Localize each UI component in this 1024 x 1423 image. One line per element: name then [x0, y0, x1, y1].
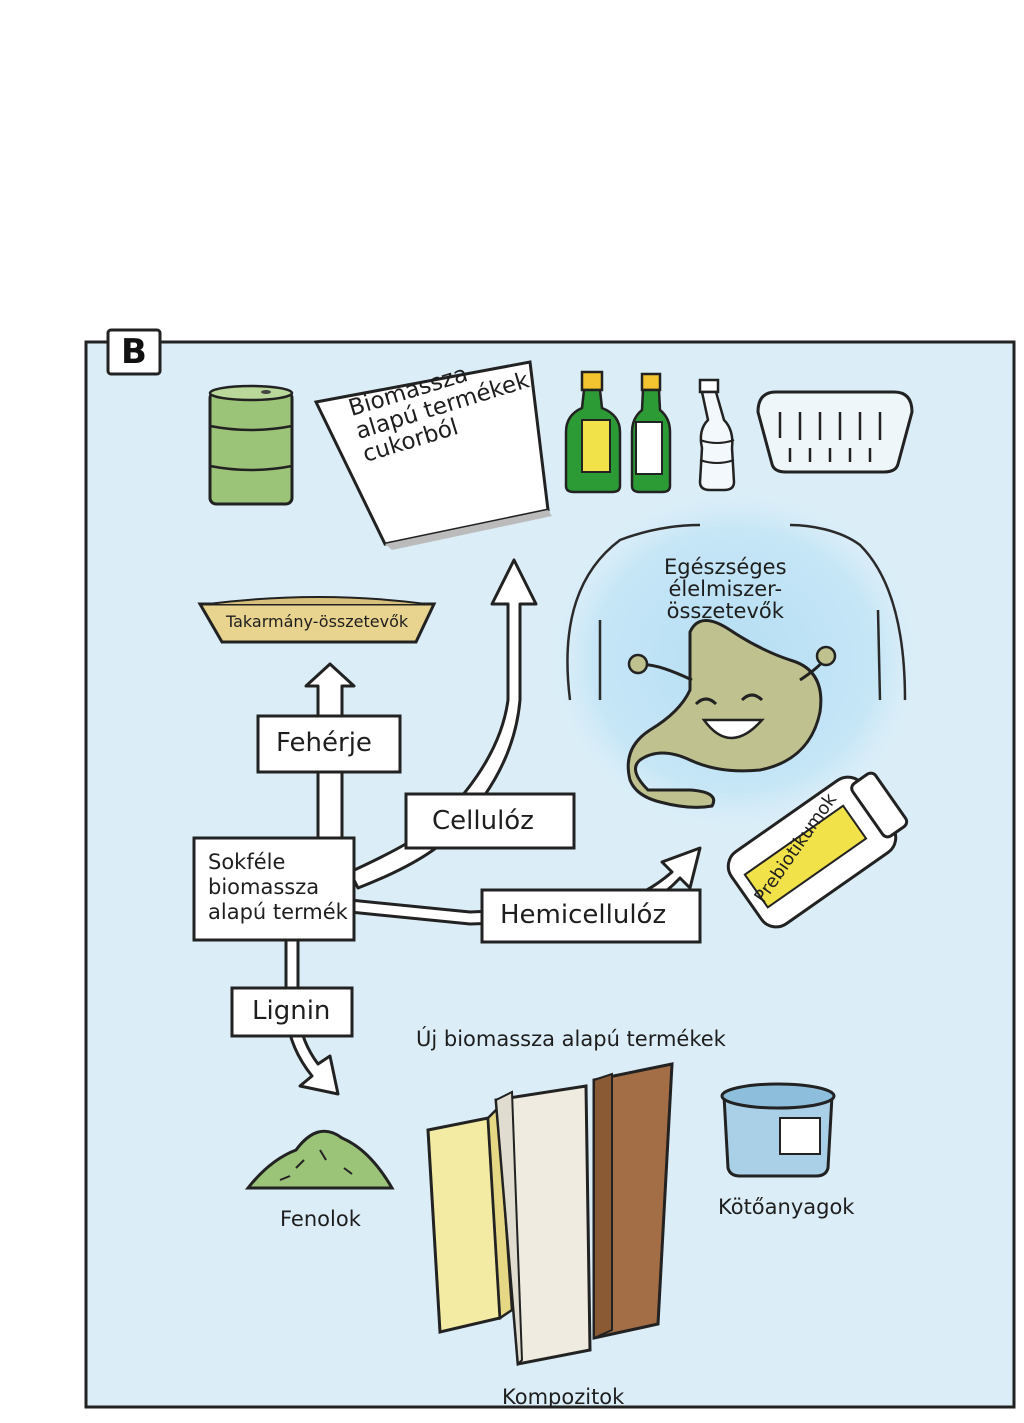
feed-label: Takarmány-összetevők: [226, 612, 409, 631]
source-line-2: biomassza: [208, 875, 320, 900]
sugar-products-sign: [313, 360, 552, 550]
barrel-icon: [208, 384, 294, 506]
new-products-title: Új biomassza alapú termékek: [416, 1027, 726, 1051]
source-box: [192, 836, 356, 942]
panel-letter: B: [121, 332, 147, 372]
body-outline: [566, 523, 907, 701]
lignin-label: Lignin: [252, 996, 331, 1026]
protein-box: [256, 714, 402, 774]
protein-label: Fehérje: [276, 728, 372, 758]
healthy-food-label: Egészséges élelmiszer- összetevők: [664, 556, 787, 622]
plastic-bottle-icon: [698, 378, 736, 492]
cellulose-box: [404, 792, 576, 850]
composites-label: Kompozitok: [502, 1385, 625, 1409]
green-bottle-small-icon: [630, 372, 672, 494]
source-line-1: Sokféle: [208, 850, 286, 874]
panel-letter-tab: [106, 328, 162, 376]
hemicellulose-box: [480, 888, 702, 944]
healthy-line-3: összetevők: [666, 599, 784, 624]
binders-label: Kötőanyagok: [718, 1195, 855, 1219]
binder-tub-icon: [720, 1082, 836, 1178]
prebiotics-jar-icon: [726, 771, 909, 929]
cellulose-label: Cellulóz: [432, 806, 534, 836]
healthy-line-1: Egészséges: [664, 555, 787, 579]
lignin-box: [230, 986, 354, 1038]
source-label: Sokféle biomassza alapú termék: [208, 850, 348, 926]
source-line-3: alapú termék: [208, 900, 348, 925]
stomach-icon: [626, 619, 837, 809]
phenols-label: Fenolok: [280, 1207, 361, 1231]
phenols-pile-icon: [244, 1129, 395, 1190]
hemicellulose-label: Hemicellulóz: [500, 900, 667, 930]
healthy-line-2: élelmiszer-: [668, 577, 783, 602]
feed-tray-icon: [197, 596, 437, 644]
composite-panels-icon: [426, 1062, 674, 1367]
plastic-basket-icon: [756, 390, 914, 474]
green-bottle-icon: [564, 370, 622, 494]
